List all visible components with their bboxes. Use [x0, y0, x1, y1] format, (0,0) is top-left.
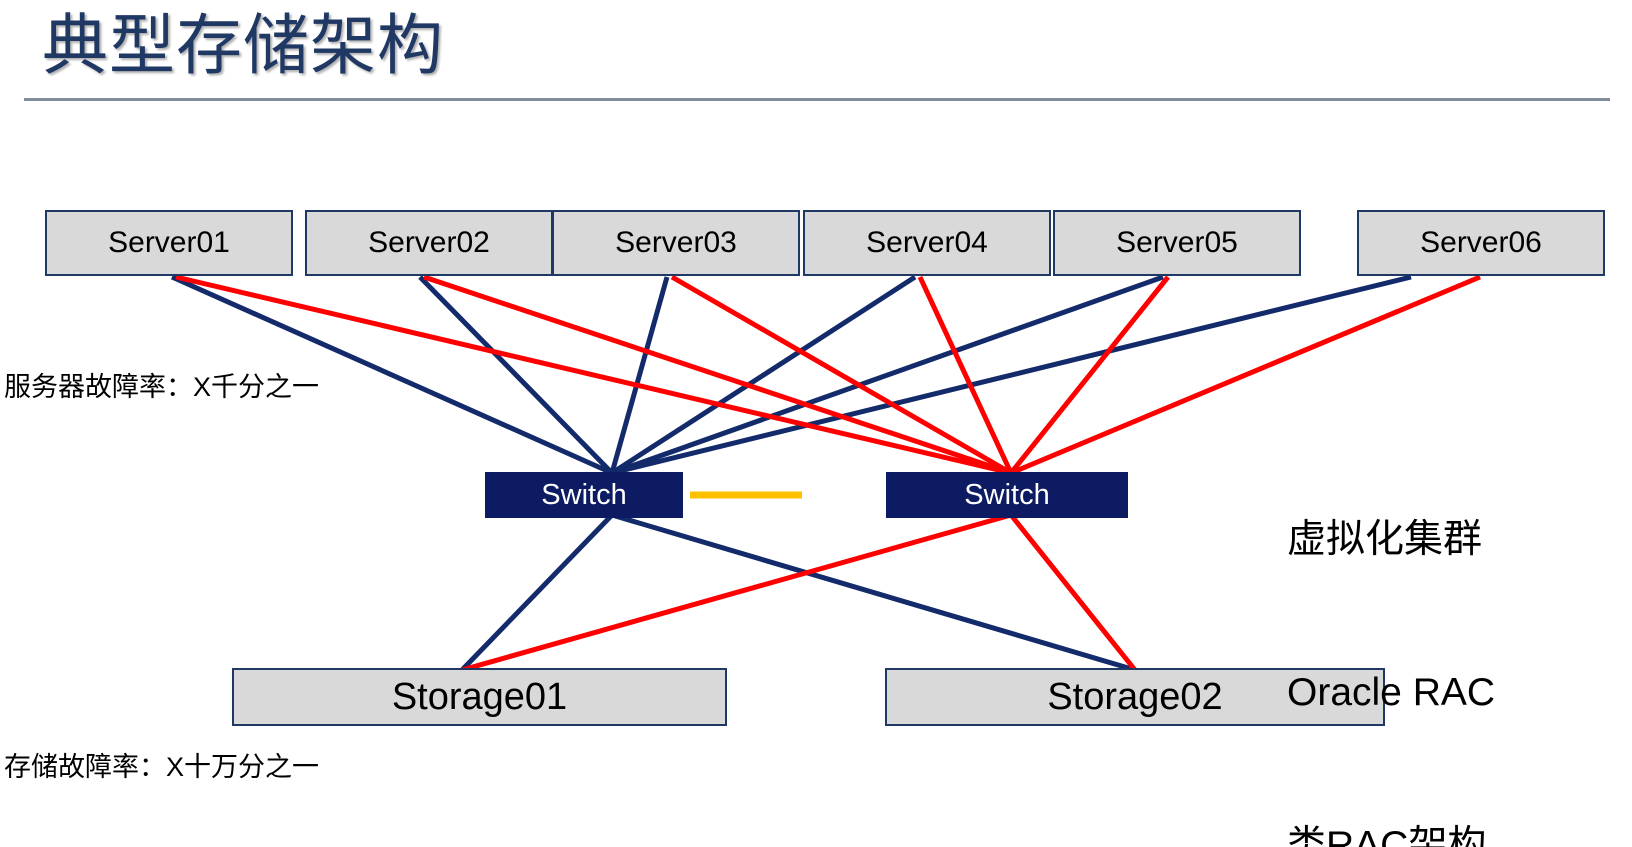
title-divider — [24, 98, 1610, 101]
node-server05-label: Server05 — [1116, 226, 1238, 259]
node-server02-label: Server02 — [368, 226, 490, 259]
node-server03[interactable]: Server03 — [552, 210, 800, 276]
link-server01-switch2 — [175, 274, 1012, 476]
node-server03-label: Server03 — [615, 226, 737, 259]
link-server06-switch1 — [611, 274, 1412, 476]
links-servers-to-switch1 — [170, 274, 1412, 476]
node-storage02[interactable]: Storage02 — [885, 668, 1385, 726]
annotation-storage-failure-rate: 存储故障率：X十万分之一 — [4, 752, 320, 782]
node-storage01-label: Storage01 — [391, 675, 568, 718]
link-server01-switch1 — [170, 274, 614, 476]
link-server04-switch2 — [917, 275, 1014, 475]
links-switch2-to-storage — [461, 512, 1137, 673]
link-switch1-storage02 — [611, 512, 1136, 673]
node-switch-1[interactable]: Switch — [485, 472, 683, 518]
link-server02-switch2 — [423, 274, 1012, 476]
node-server01[interactable]: Server01 — [45, 210, 293, 276]
node-switch-2[interactable]: Switch — [886, 472, 1128, 518]
node-server02[interactable]: Server02 — [305, 210, 553, 276]
link-switch1-storage01 — [460, 513, 614, 672]
link-server06-switch2 — [1010, 274, 1481, 476]
link-server02-switch1 — [418, 275, 614, 475]
node-server04[interactable]: Server04 — [803, 210, 1051, 276]
node-server04-label: Server04 — [866, 226, 988, 259]
node-switch-2-label: Switch — [964, 478, 1050, 511]
node-server01-label: Server01 — [108, 226, 230, 259]
node-server06-label: Server06 — [1420, 226, 1542, 259]
link-switch2-storage01 — [461, 512, 1012, 673]
links-servers-to-switch2 — [175, 274, 1481, 476]
link-switch2-storage02 — [1009, 513, 1137, 672]
links-switch1-to-storage — [460, 512, 1136, 673]
link-server05-switch2 — [1009, 275, 1170, 475]
node-server06[interactable]: Server06 — [1357, 210, 1605, 276]
link-server03-switch2 — [670, 274, 1013, 476]
link-server04-switch1 — [610, 274, 917, 476]
annotation-cluster-note-line1: 虚拟化集群 — [1287, 518, 1483, 561]
node-switch-1-label: Switch — [541, 478, 627, 511]
annotation-cluster-note-line3: 类RAC架构 — [1287, 824, 1487, 847]
annotation-cluster-note-line2: Oracle RAC — [1287, 671, 1496, 714]
annotation-cluster-note: 虚拟化集群 Oracle RAC 类RAC架构 — [1287, 412, 1495, 847]
page-title: 典型存储架构 — [42, 8, 444, 82]
node-storage01[interactable]: Storage01 — [232, 668, 727, 726]
node-storage02-label: Storage02 — [1047, 675, 1223, 718]
annotation-server-failure-rate: 服务器故障率：X千分之一 — [4, 372, 320, 402]
link-server03-switch1 — [609, 276, 670, 474]
link-server05-switch1 — [611, 274, 1164, 476]
node-server05[interactable]: Server05 — [1053, 210, 1301, 276]
